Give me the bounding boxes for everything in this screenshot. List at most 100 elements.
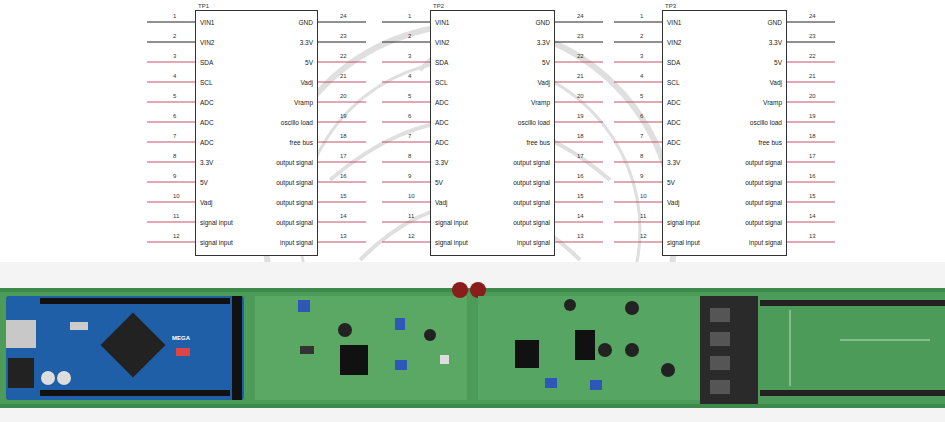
pin-number: 3	[640, 53, 643, 60]
pin-name: SCL	[667, 79, 680, 87]
pin-name: signal input	[667, 239, 700, 247]
pin-name: Vadj	[537, 79, 550, 87]
pin-name: VIN1	[200, 19, 214, 27]
pin-line	[147, 142, 195, 143]
pin-line	[787, 242, 835, 243]
pin-name: Vramp	[763, 99, 782, 107]
pin-line	[787, 162, 835, 163]
module-title: TP2	[433, 2, 444, 10]
pin-line	[787, 142, 835, 143]
pin-name: VIN2	[200, 39, 214, 47]
pin-number: 9	[640, 173, 643, 180]
pin-number: 22	[340, 53, 347, 60]
pin-line	[382, 242, 430, 243]
pin-line	[614, 142, 662, 143]
pin-name: output signal	[513, 199, 550, 207]
pin-line	[382, 62, 430, 63]
pin-name: 3.3V	[769, 39, 782, 47]
pin-line	[614, 202, 662, 203]
pin-name: oscillo load	[281, 119, 313, 127]
pin-line	[787, 62, 835, 63]
pin-number: 21	[340, 73, 347, 80]
pin-number: 15	[340, 193, 347, 200]
pin-line	[555, 182, 603, 183]
pin-name: SCL	[435, 79, 448, 87]
pin-line	[555, 222, 603, 223]
pin-name: GND	[768, 19, 782, 27]
pin-line	[147, 182, 195, 183]
pin-line	[318, 42, 366, 43]
pin-number: 17	[577, 153, 584, 160]
pin-name: output signal	[276, 159, 313, 167]
pin-line	[318, 102, 366, 103]
pin-line	[382, 122, 430, 123]
pin-name: ADC	[667, 119, 681, 127]
pin-name: free bus	[290, 139, 314, 147]
pin-name: GND	[299, 19, 313, 27]
pin-number: 13	[809, 233, 816, 240]
pin-name: GND	[536, 19, 550, 27]
pin-name: ADC	[435, 139, 449, 147]
pin-number: 5	[408, 93, 411, 100]
pin-line	[147, 202, 195, 203]
pin-name: ADC	[200, 99, 214, 107]
pin-line	[614, 242, 662, 243]
module-box: TP2VIN1VIN2SDASCLADCADCADC3.3V5VVadjsign…	[430, 10, 555, 256]
pin-name: output signal	[513, 179, 550, 187]
pin-line	[555, 22, 603, 23]
pin-name: output signal	[745, 179, 782, 187]
module-box: TP1VIN1VIN2SDASCLADCADCADC3.3V5VVadjsign…	[195, 10, 318, 256]
pin-line	[614, 162, 662, 163]
pin-name: Vramp	[531, 99, 550, 107]
pin-number: 11	[640, 213, 646, 220]
pin-name: SCL	[200, 79, 213, 87]
pin-line	[318, 162, 366, 163]
pin-number: 16	[340, 173, 347, 180]
module-title: TP3	[665, 2, 676, 10]
pin-name: input signal	[280, 239, 313, 247]
pin-line	[614, 62, 662, 63]
pin-line	[318, 62, 366, 63]
pin-name: signal input	[200, 219, 233, 227]
pin-line	[555, 42, 603, 43]
pin-line	[382, 222, 430, 223]
pin-name: 5V	[667, 179, 675, 187]
pin-name: SDA	[200, 59, 213, 67]
pin-name: oscillo load	[750, 119, 782, 127]
pin-number: 1	[173, 13, 176, 20]
pin-name: free bus	[759, 139, 783, 147]
pin-number: 16	[809, 173, 816, 180]
pin-line	[318, 22, 366, 23]
pin-line	[147, 242, 195, 243]
pin-number: 2	[408, 33, 411, 40]
pin-line	[555, 102, 603, 103]
pin-name: output signal	[276, 219, 313, 227]
module-box: TP3VIN1VIN2SDASCLADCADCADC3.3V5VVadjsign…	[662, 10, 787, 256]
pin-number: 19	[577, 113, 584, 120]
pin-number: 1	[408, 13, 411, 20]
pin-number: 9	[408, 173, 411, 180]
pin-number: 10	[640, 193, 647, 200]
pin-number: 3	[173, 53, 176, 60]
pin-name: ADC	[435, 99, 449, 107]
pin-number: 19	[809, 113, 816, 120]
module-title: TP1	[198, 2, 209, 10]
pin-number: 18	[340, 133, 347, 140]
pin-number: 6	[408, 113, 411, 120]
pin-name: output signal	[513, 159, 550, 167]
pin-line	[382, 82, 430, 83]
pin-line	[787, 42, 835, 43]
pin-name: 3.3V	[537, 39, 550, 47]
pin-number: 7	[640, 133, 643, 140]
pin-name: output signal	[513, 219, 550, 227]
pin-line	[382, 162, 430, 163]
pin-number: 2	[640, 33, 643, 40]
pin-number: 12	[173, 233, 180, 240]
pin-name: signal input	[435, 239, 468, 247]
pin-number: 8	[408, 153, 411, 160]
pin-number: 9	[173, 173, 176, 180]
pin-line	[787, 202, 835, 203]
pin-line	[147, 62, 195, 63]
pin-number: 5	[173, 93, 176, 100]
pin-name: Vadj	[769, 79, 782, 87]
